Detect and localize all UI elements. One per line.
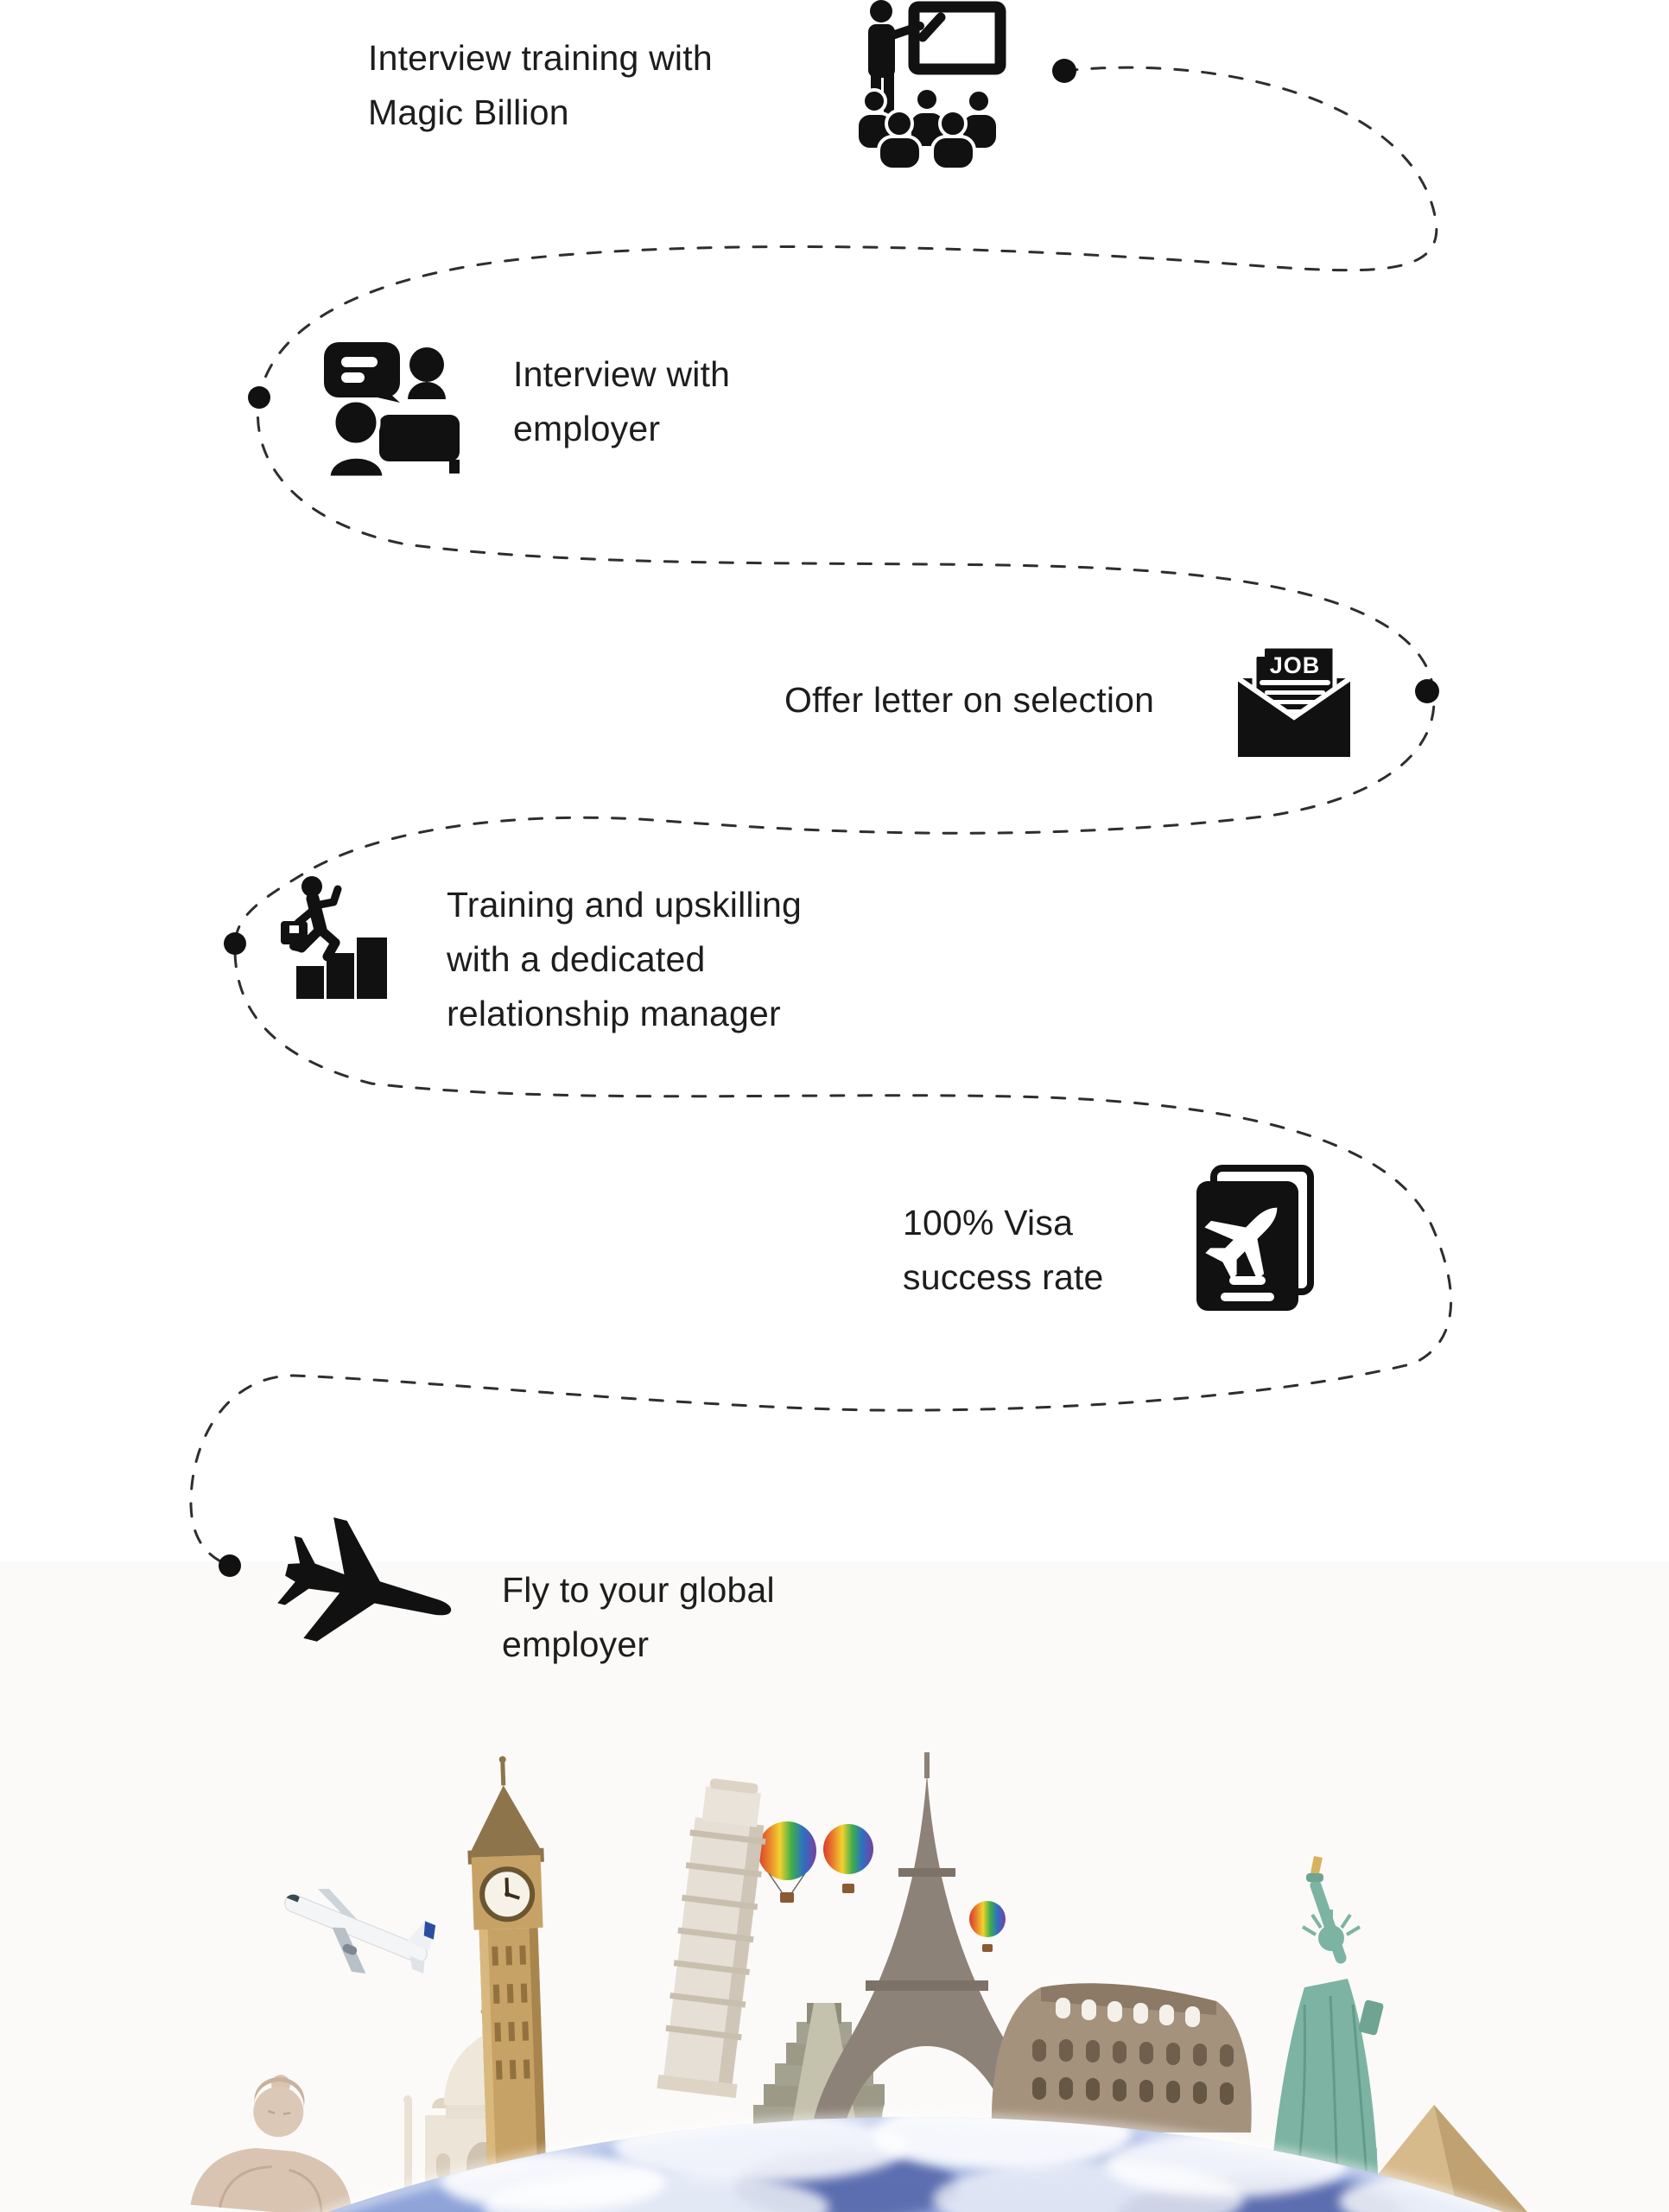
step-line: relationship manager [447, 994, 781, 1033]
earth-globe [318, 2113, 1546, 2212]
leaning-tower-of-pisa [657, 1778, 766, 2099]
hot-air-balloons [758, 1821, 1006, 1952]
step-line: Magic Billion [368, 92, 569, 132]
interview-desk-icon [324, 342, 460, 480]
step-line: Fly to your global [502, 1570, 775, 1610]
journey-dashed-path [189, 66, 1453, 1567]
route-node-dot [248, 386, 270, 409]
route-node-dot [1052, 59, 1076, 83]
step-line: success rate [903, 1257, 1104, 1297]
step-line: employer [502, 1624, 650, 1664]
route-node-dot [224, 932, 246, 955]
step-interview-training-label: Interview training with Magic Billion [368, 31, 713, 140]
step-line: with a dedicated [447, 939, 706, 979]
step-interview-employer-label: Interview with employer [513, 347, 730, 456]
step-fly-global-label: Fly to your global employer [502, 1563, 775, 1672]
step-line: employer [513, 409, 661, 448]
passport-icon [1196, 1165, 1314, 1311]
job-offer-envelope-icon: JOB [1238, 644, 1352, 757]
big-ben [467, 1756, 548, 2212]
airplane-icon [277, 1517, 452, 1642]
presentation-training-icon [855, 0, 1006, 169]
step-line: 100% Visa [903, 1203, 1074, 1243]
step-line: Offer letter on selection [784, 680, 1155, 720]
route-node-dot [1415, 679, 1439, 703]
job-letter-text: JOB [1270, 652, 1321, 678]
statue-of-liberty [1270, 1856, 1384, 2190]
career-growth-icon [281, 876, 387, 999]
step-line: Training and upskilling [447, 885, 803, 925]
step-visa-success-label: 100% Visa success rate [903, 1196, 1104, 1305]
step-line: Interview with [513, 354, 731, 394]
visa-plane-glyph [1204, 1207, 1278, 1281]
airplane [284, 1889, 436, 1974]
step-offer-letter-label: Offer letter on selection [784, 673, 1154, 728]
step-training-upskilling-label: Training and upskilling with a dedicated… [447, 878, 802, 1041]
eiffel-tower [814, 1752, 1040, 2119]
colosseum [991, 1983, 1252, 2133]
buddha-statue [190, 2075, 352, 2212]
world-landmarks-illustration [190, 1752, 1546, 2212]
step-line: Interview training with [368, 38, 713, 78]
